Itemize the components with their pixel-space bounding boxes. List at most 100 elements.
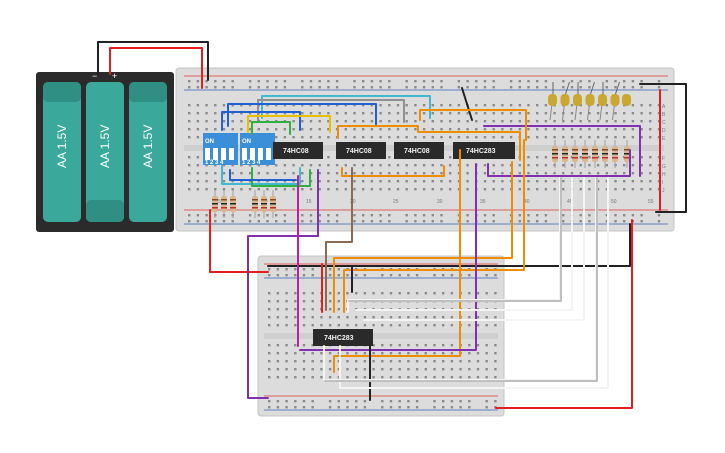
svg-text:D: D	[662, 128, 666, 134]
wire-purple-left	[247, 169, 319, 399]
wire-white-2	[355, 177, 573, 311]
resistor	[261, 190, 267, 218]
dip-switch-2-label: ON	[242, 139, 251, 145]
wire-white-5	[339, 177, 609, 389]
wire-brown	[325, 167, 353, 311]
svg-text:15: 15	[306, 199, 312, 205]
resistor	[592, 140, 598, 168]
chip-74hc283-2[interactable]: 74HC283	[313, 329, 373, 346]
wire-white-3	[363, 177, 585, 321]
battery-plus-terminal: +	[112, 71, 117, 81]
resistor	[562, 140, 568, 168]
wire-white-outline-2	[324, 177, 598, 382]
resistor	[212, 190, 218, 218]
svg-text:55: 55	[648, 199, 654, 205]
battery-2-label: AA 1.5V	[98, 125, 112, 168]
chip-74hc08-2[interactable]: 74HC08	[336, 142, 386, 159]
wire-black-diag	[461, 87, 473, 121]
wire-orange-2	[419, 109, 527, 141]
svg-text:F: F	[662, 156, 665, 162]
led	[610, 81, 620, 121]
resistor	[221, 190, 227, 218]
svg-text:74HC283: 74HC283	[324, 335, 354, 342]
lower-center-channel	[264, 333, 498, 339]
svg-text:74HC08: 74HC08	[404, 148, 430, 155]
svg-text:25: 25	[393, 199, 399, 205]
chip-74hc283-1[interactable]: 74HC283	[453, 142, 515, 159]
svg-text:50: 50	[611, 199, 617, 205]
battery-pack[interactable]: AA 1.5V AA 1.5V AA 1.5V − +	[36, 71, 174, 232]
led	[560, 81, 570, 121]
svg-text:45: 45	[567, 199, 573, 205]
dip-switch-2[interactable]: ON 1 2 3 4	[240, 133, 275, 166]
wire-black-loop	[639, 83, 687, 213]
svg-text:G: G	[662, 164, 666, 170]
chip-74hc08-3[interactable]: 74HC08	[394, 142, 444, 159]
battery-minus-terminal: −	[92, 71, 97, 81]
led	[585, 81, 595, 121]
wire-cyan-top	[261, 95, 431, 119]
battery-1[interactable]: AA 1.5V	[43, 82, 81, 222]
wire-yellow-top	[247, 115, 331, 133]
svg-text:I: I	[662, 180, 663, 186]
svg-text:B: B	[662, 112, 666, 118]
wire-orange-top	[337, 125, 521, 161]
svg-text:74HC08: 74HC08	[283, 148, 309, 155]
svg-text:C: C	[662, 120, 666, 126]
wire-green-low	[251, 167, 311, 187]
resistor	[602, 140, 608, 168]
wire-red-bottom	[495, 219, 633, 409]
battery-2[interactable]: AA 1.5V	[86, 82, 124, 222]
svg-text:74HC08: 74HC08	[346, 148, 372, 155]
wire-battery-black	[97, 41, 209, 81]
resistor	[252, 190, 258, 218]
battery-3-label: AA 1.5V	[141, 125, 155, 168]
resistor	[230, 190, 236, 218]
wire-green-top	[251, 121, 291, 135]
led	[598, 82, 607, 121]
row-letters: A B C D E F G H I J	[662, 104, 666, 194]
resistor	[572, 140, 578, 168]
svg-text:74HC283: 74HC283	[466, 148, 496, 155]
wires[interactable]	[97, 41, 687, 409]
battery-1-label: AA 1.5V	[55, 125, 69, 168]
wire-blue-2	[221, 111, 301, 131]
svg-text:30: 30	[437, 199, 443, 205]
resistor	[552, 140, 558, 168]
leds	[548, 81, 631, 121]
svg-text:E: E	[662, 136, 666, 142]
svg-text:H: H	[662, 172, 666, 178]
resistor	[270, 190, 276, 218]
wire-purple-low	[487, 149, 631, 177]
wire-white-outline-1	[348, 177, 562, 302]
svg-text:J: J	[662, 188, 665, 194]
wire-battery-red	[109, 47, 203, 89]
dip-switch-1-label: ON	[205, 139, 214, 145]
svg-text:5: 5	[218, 199, 221, 205]
wire-cyan-low	[221, 165, 301, 185]
dip-switch-1[interactable]: ON 1 2 3 4	[203, 133, 238, 166]
lower-breadboard[interactable]	[257, 255, 505, 417]
wire-orange-long-1	[333, 149, 461, 373]
wire-orange-low	[341, 165, 445, 177]
wire-purple-top	[483, 125, 641, 177]
wire-orange-long-3	[343, 139, 525, 313]
battery-3[interactable]: AA 1.5V	[129, 82, 167, 222]
wire-purple-long	[299, 163, 477, 351]
wire-blue-low	[229, 169, 297, 181]
led	[548, 82, 557, 121]
chip-74hc08-1[interactable]: 74HC08	[273, 142, 323, 159]
led	[622, 94, 631, 106]
resistor	[624, 140, 630, 168]
dip-switch-1-pins: 1 2 3 4	[205, 160, 224, 166]
dip-switch-2-pins: 1 2 3 4	[242, 160, 261, 166]
wire-black-right	[267, 223, 631, 267]
svg-text:A: A	[662, 104, 666, 110]
wire-blue-top	[227, 103, 377, 127]
led	[573, 82, 582, 121]
svg-text:35: 35	[480, 199, 486, 205]
resistor	[582, 140, 588, 168]
resistor	[612, 140, 618, 168]
wire-orange-long-2	[333, 161, 513, 313]
